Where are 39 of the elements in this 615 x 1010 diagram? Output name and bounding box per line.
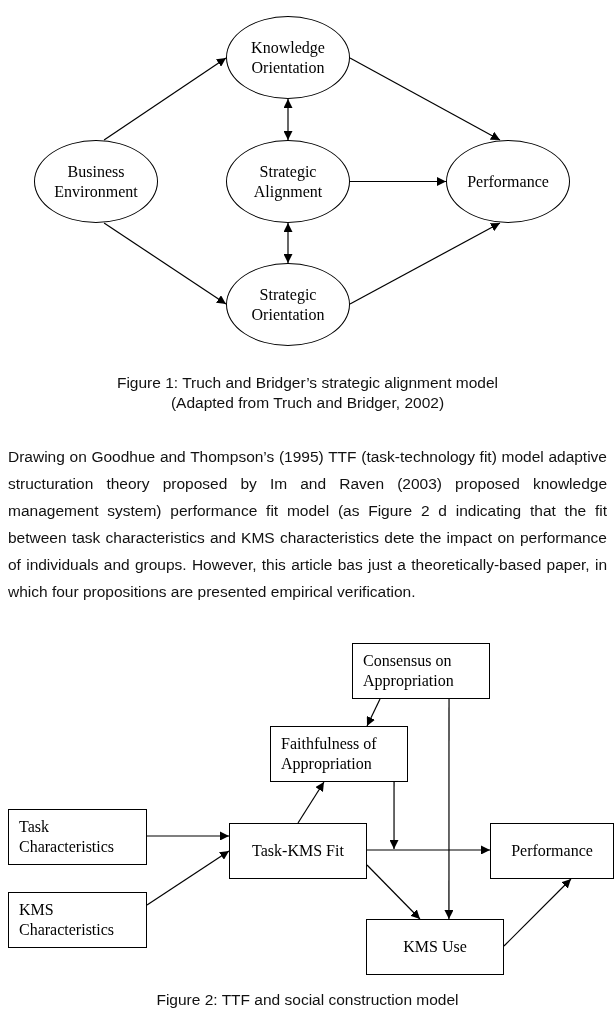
- node-label: Business Environment: [53, 161, 139, 202]
- node-label: Strategic Orientation: [250, 284, 326, 325]
- arrow: [349, 222, 501, 305]
- arrow: [444, 698, 454, 920]
- node-label: Performance: [511, 841, 593, 861]
- process-box: [270, 726, 408, 782]
- arrow: [366, 864, 421, 920]
- arrow: [366, 845, 491, 855]
- process-box: [229, 823, 367, 879]
- arrow: [146, 831, 230, 841]
- node-label: Performance: [467, 171, 549, 192]
- arrow: [389, 781, 399, 850]
- arrow: [103, 57, 227, 141]
- arrow: [349, 57, 501, 141]
- figure-caption: Figure 1: Truch and Bridger’s strategic alignment model: [115, 373, 500, 392]
- figure-caption: Figure 2: TTF and social construction model: [155, 990, 460, 1009]
- arrow: [503, 878, 572, 947]
- arrow: [283, 98, 293, 141]
- node-label: KMS Use: [403, 937, 467, 957]
- node-label: Faithfulness of Appropriation: [281, 734, 378, 774]
- arrow: [349, 177, 447, 186]
- arrow: [283, 222, 293, 264]
- node-label: Task Characteristics: [19, 817, 116, 857]
- node-label: KMS Characteristics: [19, 900, 116, 940]
- process-box: [8, 892, 147, 948]
- arrow: [103, 222, 227, 305]
- arrow: [146, 850, 230, 906]
- process-box: [366, 919, 504, 975]
- arrow: [366, 698, 381, 727]
- node-label: Consensus on Appropriation: [363, 651, 455, 691]
- paragraph: Drawing on Goodhue and Thompson’s (1995) TTF (task-technology fit) model adaptive structuration theory proposed by Im and Raven (2003) proposed knowledge management system) performance fit model (as Figure 2 d indicating that the fit between task characteristics and KMS characteristics dete the impact on performance of individuals and groups. However, this article bas just a theoretically-based paper, in which four propositions are presented empirical verification.: [8, 447, 607, 602]
- node-label: Knowledge Orientation: [250, 37, 326, 78]
- process-box: [490, 823, 614, 879]
- node-label: Task-KMS Fit: [252, 841, 344, 861]
- process-box: [352, 643, 490, 699]
- process-box: [8, 809, 147, 865]
- figure-caption: (Adapted from Truch and Bridger, 2002): [169, 393, 446, 412]
- arrow: [297, 781, 325, 824]
- node-label: Strategic Alignment: [252, 161, 324, 202]
